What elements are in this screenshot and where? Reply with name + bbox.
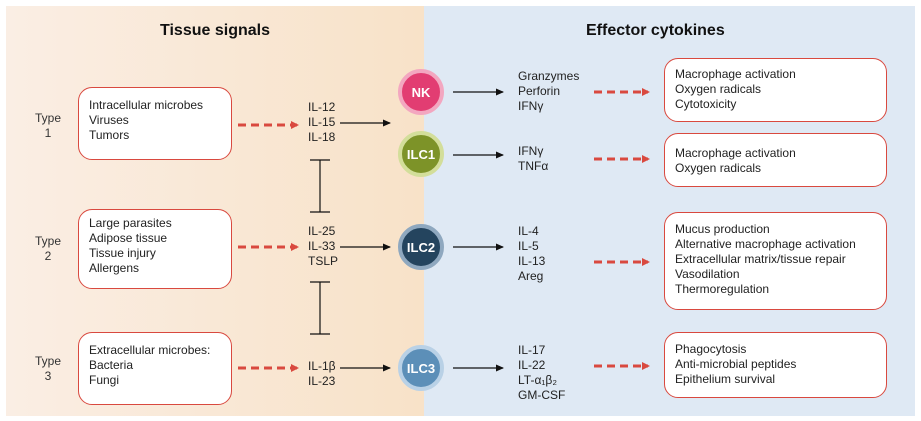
function-box-ilc1: Macrophage activation Oxygen radicals	[664, 133, 887, 187]
effectors-ilc1: IFNγ TNFα	[518, 144, 549, 173]
function-box-ilc2: Mucus production Alternative macrophage …	[664, 212, 887, 310]
function-box-ilc3: Phagocytosis Anti-microbial peptides Epi…	[664, 332, 887, 398]
effectors-ilc3: IL-17 IL-22 LT-α₁β₂ GM-CSF	[518, 343, 566, 402]
tissue-signals-header: Tissue signals	[160, 22, 270, 39]
signals-type1: IL-12 IL-15 IL-18	[308, 100, 336, 144]
nk-cell: NK	[398, 69, 444, 115]
tissue-box-type2: Large parasites Adipose tissue Tissue in…	[78, 209, 232, 289]
ilc3-cell: ILC3	[398, 345, 444, 391]
signals-type2: IL-25 IL-33 TSLP	[308, 224, 339, 268]
ilc2-cell: ILC2	[398, 224, 444, 270]
tissue-box-type3: Extracellular microbes: Bacteria Fungi	[78, 332, 232, 405]
effectors-ilc2: IL-4 IL-5 IL-13 Areg	[518, 224, 546, 283]
tissue-box-type1: Intracellular microbes Viruses Tumors	[78, 87, 232, 160]
effector-cytokines-header: Effector cytokines	[586, 22, 725, 39]
signals-type3: IL-1β IL-23	[308, 359, 336, 388]
effectors-nk: Granzymes Perforin IFNγ	[518, 69, 580, 113]
function-box-nk: Macrophage activation Oxygen radicals Cy…	[664, 58, 887, 122]
ilc1-cell: ILC1	[398, 131, 444, 177]
